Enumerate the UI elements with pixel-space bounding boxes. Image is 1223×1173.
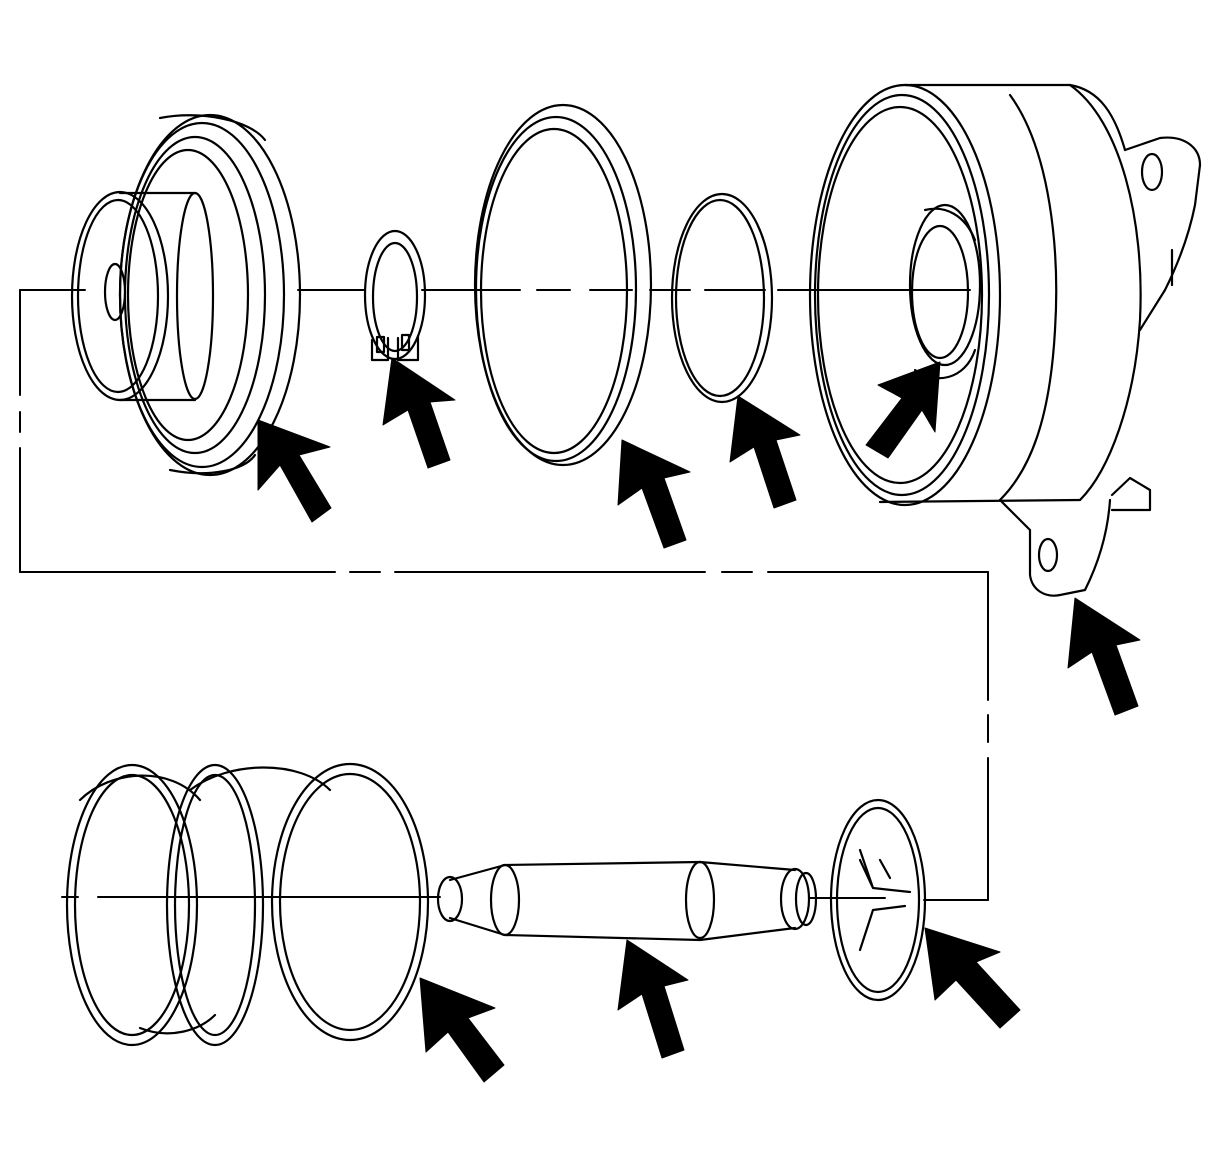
outer-seal xyxy=(473,103,653,467)
pin xyxy=(436,860,818,942)
retainer xyxy=(829,798,927,1002)
callout-arrow-inner-seal xyxy=(729,395,801,509)
spring xyxy=(65,762,430,1047)
callout-arrow-snap-ring xyxy=(382,357,456,469)
callout-arrow-pin xyxy=(617,939,689,1059)
snap-ring xyxy=(363,229,427,362)
callout-arrow-piston xyxy=(257,419,332,523)
housing xyxy=(808,83,1202,597)
callout-arrow-housing xyxy=(1067,597,1141,716)
callout-arrow-bore-seal xyxy=(865,361,941,459)
piston xyxy=(70,113,302,477)
callout-arrow-spring xyxy=(419,977,505,1083)
callout-arrow-outer-seal xyxy=(617,439,691,549)
inner-seal xyxy=(670,192,774,404)
assembly-center-line xyxy=(19,289,989,901)
callout-arrow-retainer xyxy=(924,927,1021,1029)
